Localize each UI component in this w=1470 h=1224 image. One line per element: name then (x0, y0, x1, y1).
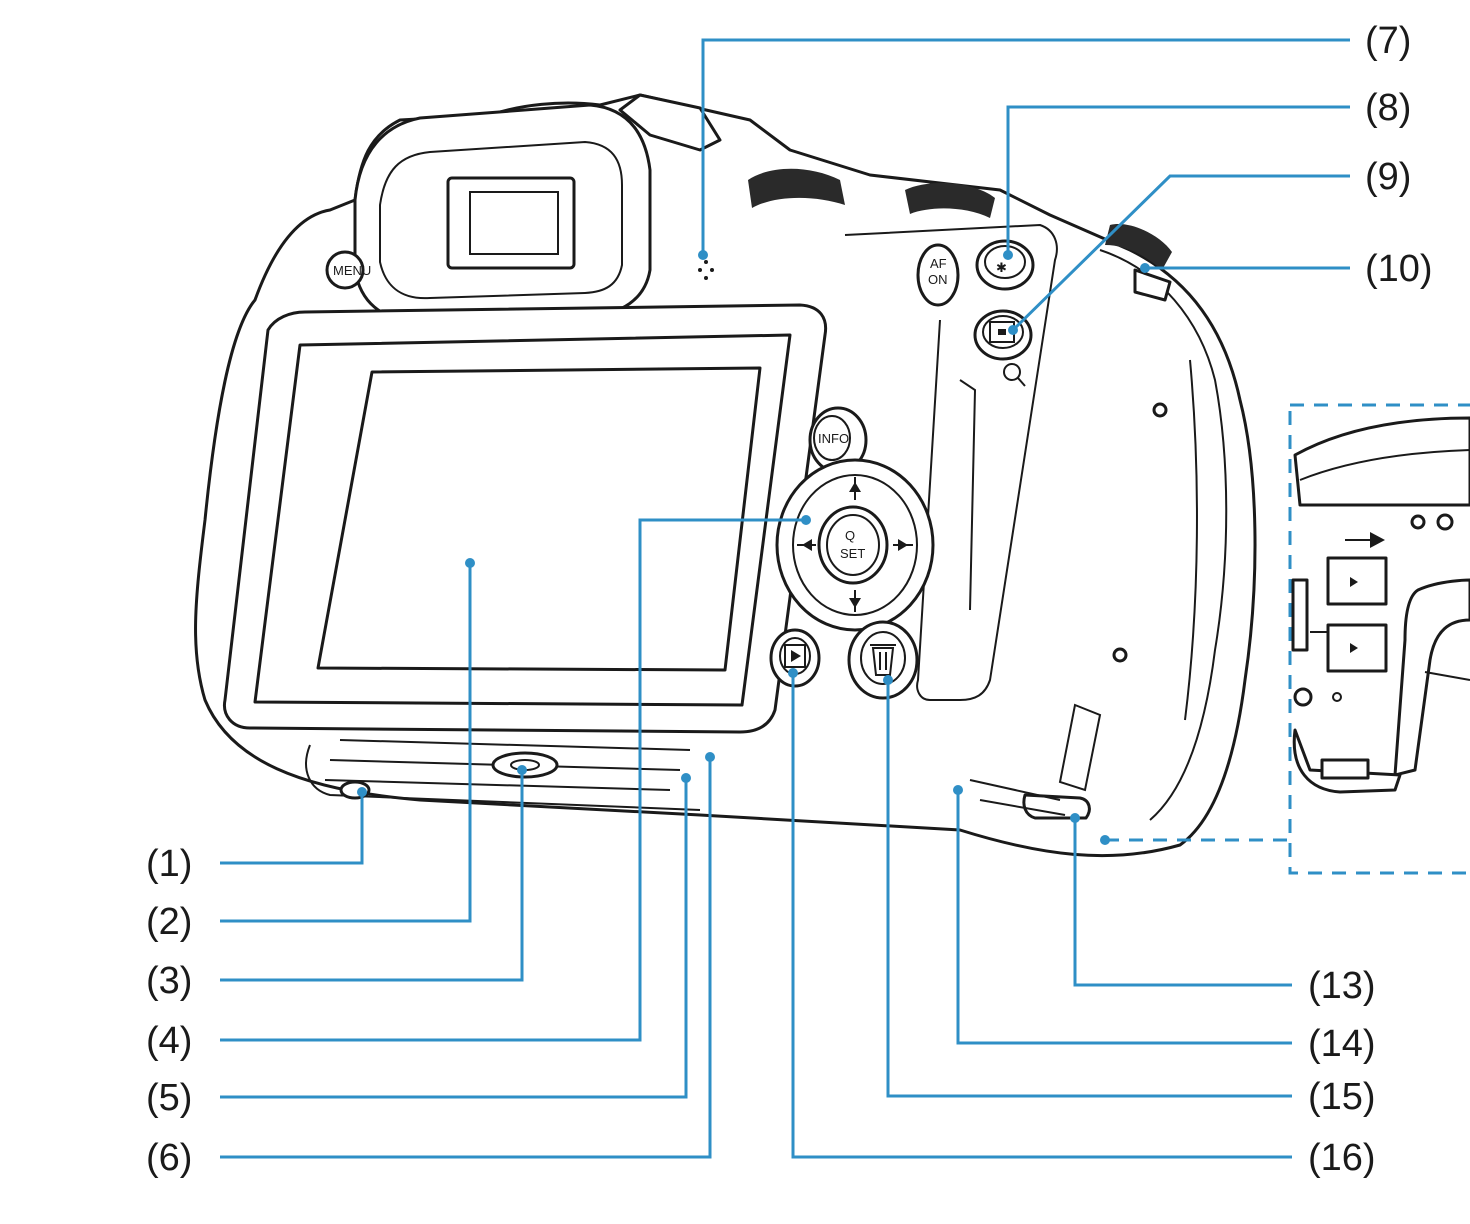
callout-15: (15) (1308, 1076, 1376, 1118)
callout-10: (10) (1365, 248, 1433, 290)
af-point-button-icon (973, 309, 1033, 361)
qset-mark-bottom: SET (840, 546, 865, 561)
speaker-icon (698, 260, 714, 280)
camera-body-illustration: MENU AF ON ✱ (194, 93, 1257, 858)
leader-16 (791, 673, 1292, 1159)
inset-frame (1288, 403, 1470, 875)
tripod-socket-icon (491, 751, 559, 779)
callout-7: (7) (1365, 20, 1411, 62)
leader-6 (220, 757, 712, 1159)
callout-8: (8) (1365, 87, 1411, 129)
qset-mark-top: Q (845, 528, 855, 543)
leader-2 (220, 563, 472, 923)
leader-4 (220, 518, 806, 1042)
callout-3: (3) (146, 960, 192, 1002)
leader-13 (1073, 818, 1292, 987)
leader-5 (220, 778, 688, 1099)
callout-1: (1) (146, 843, 192, 885)
erase-button-icon (847, 620, 919, 700)
callout-5: (5) (146, 1077, 192, 1119)
leader-lines (220, 38, 1350, 1159)
leader-9 (1011, 174, 1350, 332)
af-on-mark-bottom: ON (928, 272, 948, 287)
star-mark: ✱ (996, 260, 1007, 275)
af-on-mark-top: AF (930, 256, 947, 271)
callout-labels: (1) (2) (3) (4) (5) (6) (7) (8) (9) (10)… (146, 20, 1433, 1179)
lcd-screen (316, 366, 762, 672)
leader-15 (886, 680, 1292, 1098)
set-button-icon: Q SET (817, 505, 889, 585)
memory-card-slot-icon (1326, 556, 1388, 606)
memory-card-slot-inset (1288, 403, 1470, 875)
magnify-icon (1003, 363, 1026, 387)
eyecup-icon (353, 103, 652, 322)
callout-9: (9) (1365, 156, 1411, 198)
leader-3 (220, 770, 524, 982)
secondary-dial-icon (905, 183, 995, 218)
rear-dial-icon (1105, 224, 1172, 270)
info-button-icon: INFO (808, 406, 868, 474)
leader-1 (220, 792, 364, 865)
callout-6: (6) (146, 1137, 192, 1179)
menu-button-icon (325, 250, 365, 290)
leader-8 (1006, 105, 1350, 255)
callout-4: (4) (146, 1020, 192, 1062)
af-on-button-icon: AF ON (916, 243, 960, 307)
callout-2: (2) (146, 901, 192, 943)
card-slot-door-icon (1022, 793, 1091, 820)
callout-14: (14) (1308, 1023, 1376, 1065)
info-mark: INFO (818, 431, 849, 446)
memory-card-slot-icon (1326, 623, 1388, 673)
star-button-icon: ✱ (975, 239, 1035, 291)
main-dial-icon (748, 168, 845, 208)
leader-7 (701, 38, 1350, 255)
playback-button-icon (769, 628, 821, 688)
menu-button-mark: MENU (333, 263, 371, 278)
callout-16: (16) (1308, 1137, 1376, 1179)
callout-13: (13) (1308, 965, 1376, 1007)
leader-14 (956, 790, 1292, 1045)
